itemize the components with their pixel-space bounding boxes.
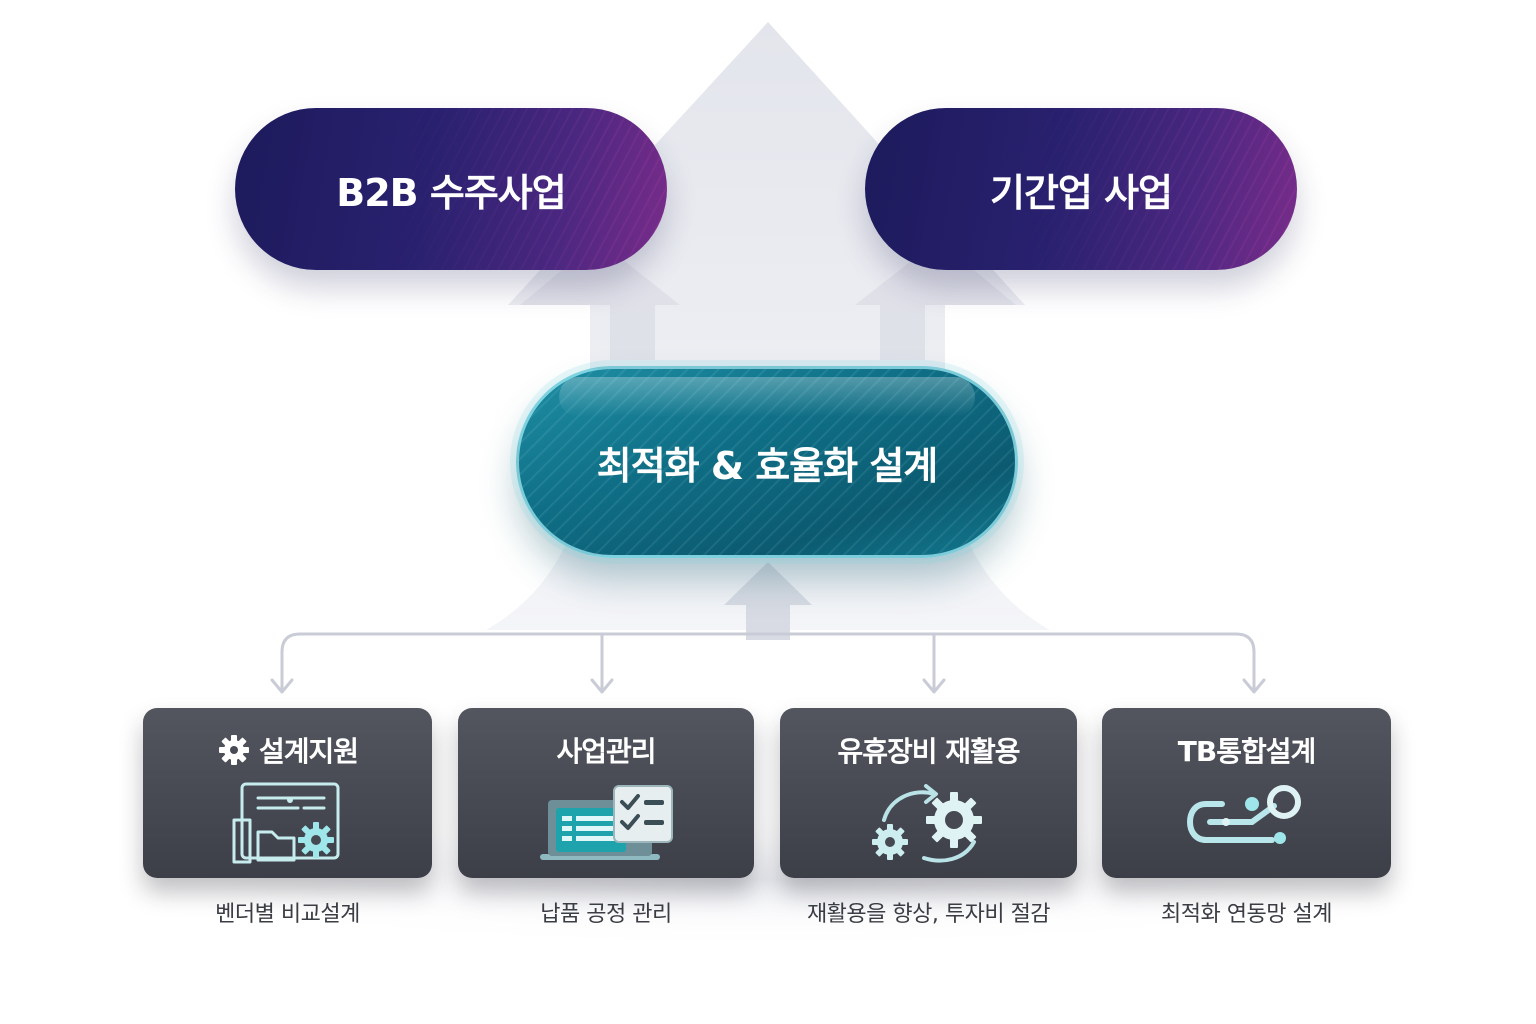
optimization-efficiency-design-pill: 최적화 & 효율화 설계 — [516, 366, 1018, 558]
core-business-label: 기간업 사업 — [989, 170, 1173, 215]
recycle-gears-icon — [871, 784, 982, 863]
card-idle-equipment-reuse: 유휴장비 재활용 — [780, 708, 1077, 878]
caption-reuse-investment-saving: 재활용을 향상, 투자비 절감 — [806, 902, 1051, 927]
card-tb-integrated-design-label: TB통합설계 — [1177, 735, 1316, 768]
connector-arrowheads — [270, 678, 1266, 694]
gear-icon — [218, 735, 249, 765]
document-checklist-icon — [540, 785, 673, 860]
design-blueprint-gear-icon — [232, 782, 339, 864]
card-tb-integrated-design-title: TB통합설계 — [1102, 730, 1391, 770]
right-up-arrow — [855, 240, 1016, 360]
card-business-management-label: 사업관리 — [556, 735, 656, 768]
card-idle-equipment-reuse-title: 유휴장비 재활용 — [780, 730, 1077, 770]
card-design-support: 설계지원 — [143, 708, 432, 878]
b2b-order-business-pill: B2B 수주사업 — [235, 108, 667, 270]
caption-vendor-comparison-design: 벤더별 비교설계 — [215, 902, 360, 927]
network-link-icon — [1186, 785, 1301, 844]
caption-optimized-network-design: 최적화 연동망 설계 — [1161, 902, 1332, 927]
card-business-management-title: 사업관리 — [458, 730, 754, 770]
card-tb-integrated-design: TB통합설계 — [1102, 708, 1391, 878]
core-business-pill: 기간업 사업 — [865, 108, 1297, 270]
connector-lines — [280, 632, 1256, 692]
lower-up-arrow — [724, 562, 812, 640]
card-design-support-title: 설계지원 — [143, 730, 432, 770]
b2b-order-business-label: B2B 수주사업 — [336, 170, 566, 215]
card-idle-equipment-reuse-label: 유휴장비 재활용 — [837, 735, 1020, 768]
optimization-efficiency-design-label: 최적화 & 효율화 설계 — [596, 443, 939, 488]
card-design-support-label: 설계지원 — [258, 735, 359, 768]
caption-delivery-process-management: 납품 공정 관리 — [540, 902, 672, 927]
card-business-management: 사업관리 — [458, 708, 754, 878]
left-up-arrow — [520, 240, 680, 360]
